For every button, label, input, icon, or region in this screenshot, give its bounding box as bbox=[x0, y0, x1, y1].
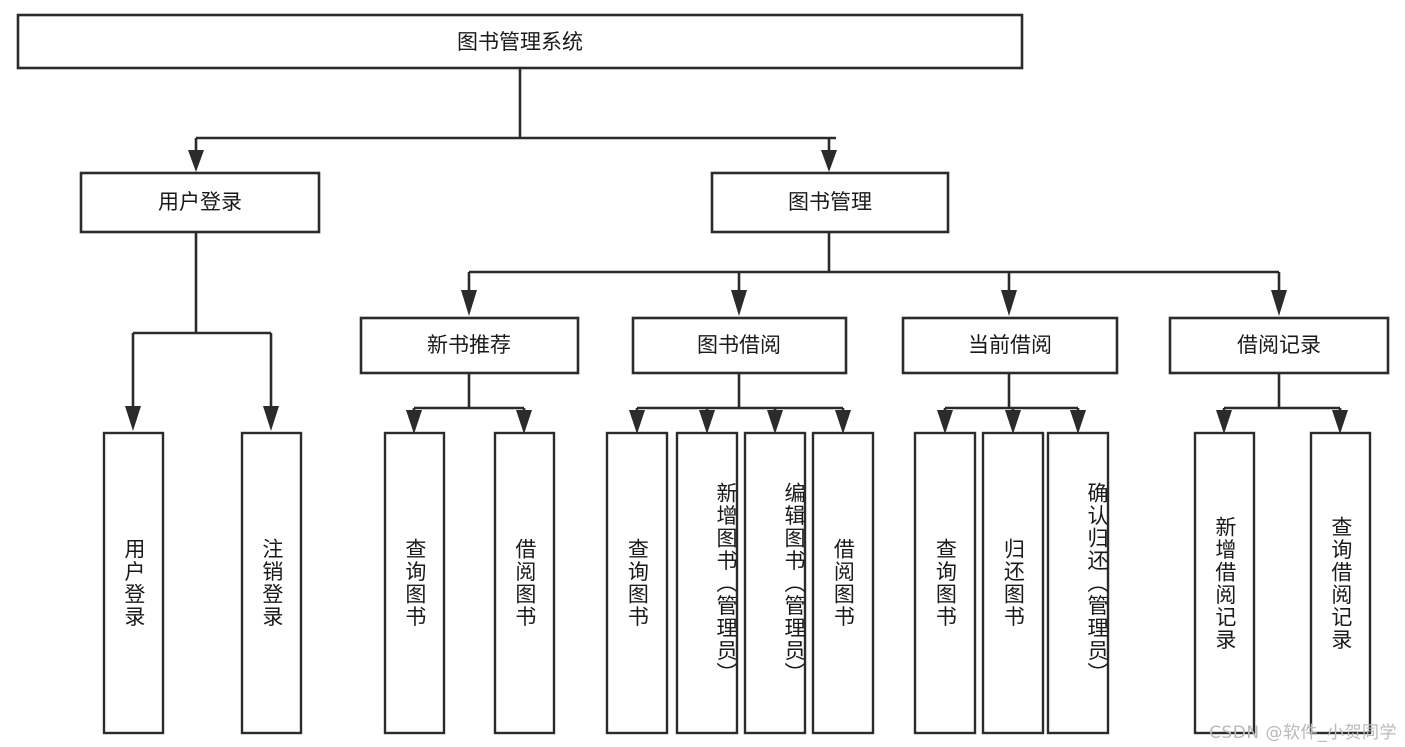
node-root[interactable]: 图书管理系统 bbox=[16, 13, 1024, 70]
leaf-rect-new-book-1[interactable] bbox=[383, 431, 446, 735]
leaf-boxes-book-borrow bbox=[605, 431, 875, 735]
arrow-bb-leaf2 bbox=[699, 410, 715, 434]
node-new-book-recommend-rect[interactable] bbox=[359, 316, 580, 375]
arrow-br-leaf1 bbox=[1216, 410, 1232, 434]
node-borrow-record[interactable]: 借阅记录 bbox=[1168, 316, 1390, 375]
node-book-management[interactable]: 图书管理 bbox=[710, 171, 950, 234]
arrow-cb-leaf2 bbox=[1005, 410, 1021, 434]
node-current-borrow-rect[interactable] bbox=[901, 316, 1119, 375]
node-root-label: 图书管理系统 bbox=[457, 30, 583, 54]
node-root-rect[interactable] bbox=[16, 13, 1024, 70]
edges-book-borrow-to-leaves bbox=[629, 373, 851, 434]
node-current-borrow-label: 当前借阅 bbox=[968, 333, 1052, 357]
arrow-cb-leaf1 bbox=[937, 410, 953, 434]
arrow-ul-leaf2 bbox=[263, 406, 279, 431]
leaf-rect-book-borrow-3[interactable] bbox=[743, 431, 807, 735]
leaf-rect-current-borrow-1[interactable] bbox=[913, 431, 977, 735]
leaf-boxes-new-book-recommend bbox=[383, 431, 556, 735]
arrow-br-leaf2 bbox=[1332, 410, 1348, 434]
edges-book-mgmt-to-level2 bbox=[461, 232, 1287, 316]
leaf-rect-borrow-record-1[interactable] bbox=[1193, 431, 1256, 735]
node-book-management-label: 图书管理 bbox=[788, 190, 872, 214]
arrow-root-to-user-login bbox=[188, 150, 204, 172]
node-new-book-recommend[interactable]: 新书推荐 bbox=[359, 316, 580, 375]
node-new-book-recommend-label: 新书推荐 bbox=[427, 333, 511, 357]
arrow-root-to-book-mgmt bbox=[821, 150, 837, 172]
arrow-bm-to-book-borrow bbox=[731, 290, 747, 316]
watermark-text: CSDN @软件_小贺同学 bbox=[1209, 723, 1397, 743]
leaf-boxes-borrow-record bbox=[1193, 431, 1372, 735]
edges-user-login-to-leaves bbox=[125, 232, 279, 431]
arrow-cb-leaf3 bbox=[1070, 410, 1086, 434]
edges-current-borrow-to-leaves bbox=[937, 373, 1086, 434]
leaf-rect-current-borrow-2[interactable] bbox=[981, 431, 1045, 735]
node-borrow-record-rect[interactable] bbox=[1168, 316, 1390, 375]
leaf-rect-borrow-record-2[interactable] bbox=[1309, 431, 1372, 735]
arrow-bb-leaf3 bbox=[767, 410, 783, 434]
leaf-rect-new-book-2[interactable] bbox=[493, 431, 556, 735]
edges-borrow-record-to-leaves bbox=[1216, 373, 1348, 434]
node-user-login-label: 用户登录 bbox=[158, 190, 242, 214]
arrow-bm-to-current-borrow bbox=[1001, 290, 1017, 316]
arrow-nb-leaf1 bbox=[406, 410, 422, 434]
leaf-rect-current-borrow-3[interactable] bbox=[1046, 431, 1110, 735]
arrow-bm-to-borrow-record bbox=[1271, 290, 1287, 316]
node-book-borrow-label: 图书借阅 bbox=[697, 333, 781, 357]
node-book-borrow[interactable]: 图书借阅 bbox=[631, 316, 848, 375]
node-book-borrow-rect[interactable] bbox=[631, 316, 848, 375]
edges-new-book-to-leaves bbox=[406, 373, 532, 434]
edges-root-to-level1 bbox=[188, 68, 837, 172]
arrow-bb-leaf1 bbox=[629, 410, 645, 434]
leaf-boxes-user-login bbox=[102, 431, 303, 735]
node-user-login-rect[interactable] bbox=[79, 171, 321, 234]
leaf-rect-user-login-1[interactable] bbox=[102, 431, 165, 735]
node-user-login[interactable]: 用户登录 bbox=[79, 171, 321, 234]
leaf-boxes-current-borrow bbox=[913, 431, 1110, 735]
node-current-borrow[interactable]: 当前借阅 bbox=[901, 316, 1119, 375]
node-borrow-record-label: 借阅记录 bbox=[1237, 333, 1321, 357]
arrow-bb-leaf4 bbox=[835, 410, 851, 434]
arrow-bm-to-new-book bbox=[461, 290, 477, 316]
arrow-nb-leaf2 bbox=[516, 410, 532, 434]
arrow-ul-leaf1 bbox=[125, 406, 141, 431]
node-book-management-rect[interactable] bbox=[710, 171, 950, 234]
leaf-rect-book-borrow-4[interactable] bbox=[811, 431, 875, 735]
leaf-rect-book-borrow-2[interactable] bbox=[675, 431, 739, 735]
leaf-rect-book-borrow-1[interactable] bbox=[605, 431, 669, 735]
leaf-rect-user-login-2[interactable] bbox=[240, 431, 303, 735]
